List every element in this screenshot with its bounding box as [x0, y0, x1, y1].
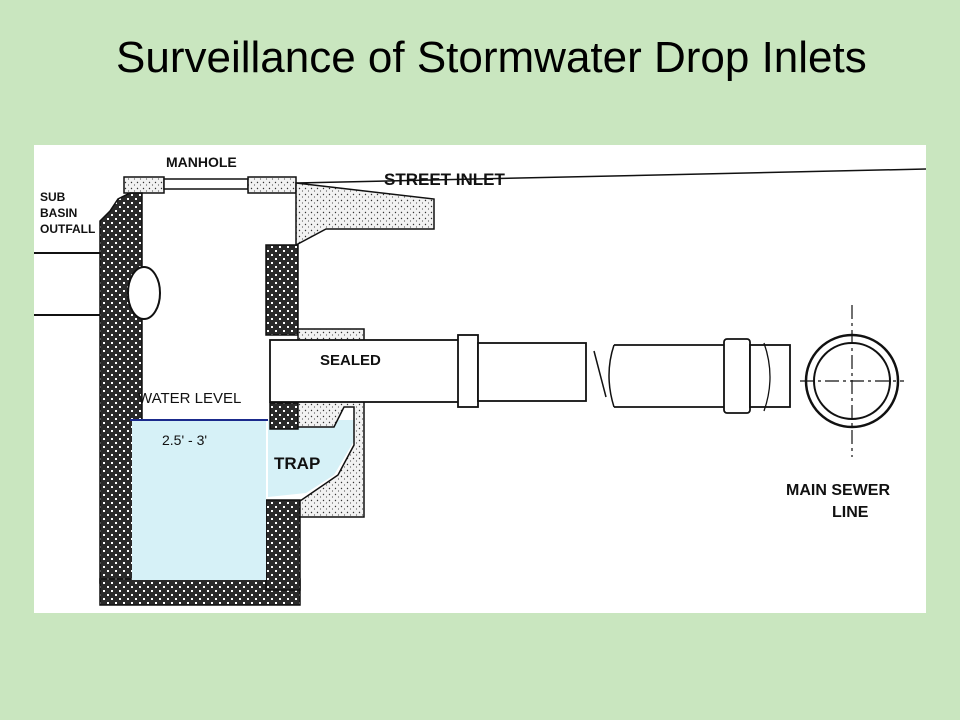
main-sewer-line-label-2: LINE: [832, 504, 869, 521]
street-inlet-label: STREET INLET: [384, 170, 506, 189]
diagram-svg: MANHOLE STREET INLET SUB BASIN OUTFALL S…: [34, 154, 926, 606]
far-pipe: [608, 338, 791, 414]
sub-basin-outfall-label-3: OUTFALL: [40, 222, 95, 236]
water-level-label: WATER LEVEL: [138, 390, 241, 407]
drop-inlet-diagram: MANHOLE STREET INLET SUB BASIN OUTFALL S…: [34, 145, 926, 613]
sub-basin-outfall-label-1: SUB: [40, 190, 66, 204]
depth-label: 2.5' - 3': [162, 432, 207, 448]
manhole-label: MANHOLE: [166, 154, 237, 170]
sub-basin-outfall-pipe: [34, 252, 100, 316]
right-basin-wall-upper: [265, 244, 299, 336]
sub-basin-outfall-label-2: BASIN: [40, 206, 77, 220]
sealed-pipe: [269, 334, 607, 408]
main-sewer-line-section: [800, 305, 904, 457]
basin-water: [132, 420, 266, 580]
outfall-pipe-opening: [127, 266, 161, 320]
trap-baffle: [269, 402, 299, 430]
right-basin-wall-lower: [265, 499, 301, 591]
main-sewer-line-label-1: MAIN SEWER: [786, 482, 890, 499]
slide-title: Surveillance of Stormwater Drop Inlets: [116, 33, 867, 82]
street-surface-line: [295, 168, 926, 184]
street-inlet-slab: [295, 182, 435, 247]
manhole-cover: [123, 176, 297, 194]
trap-water: [268, 420, 354, 497]
trap-label: TRAP: [274, 454, 320, 473]
sealed-label: SEALED: [320, 352, 381, 369]
